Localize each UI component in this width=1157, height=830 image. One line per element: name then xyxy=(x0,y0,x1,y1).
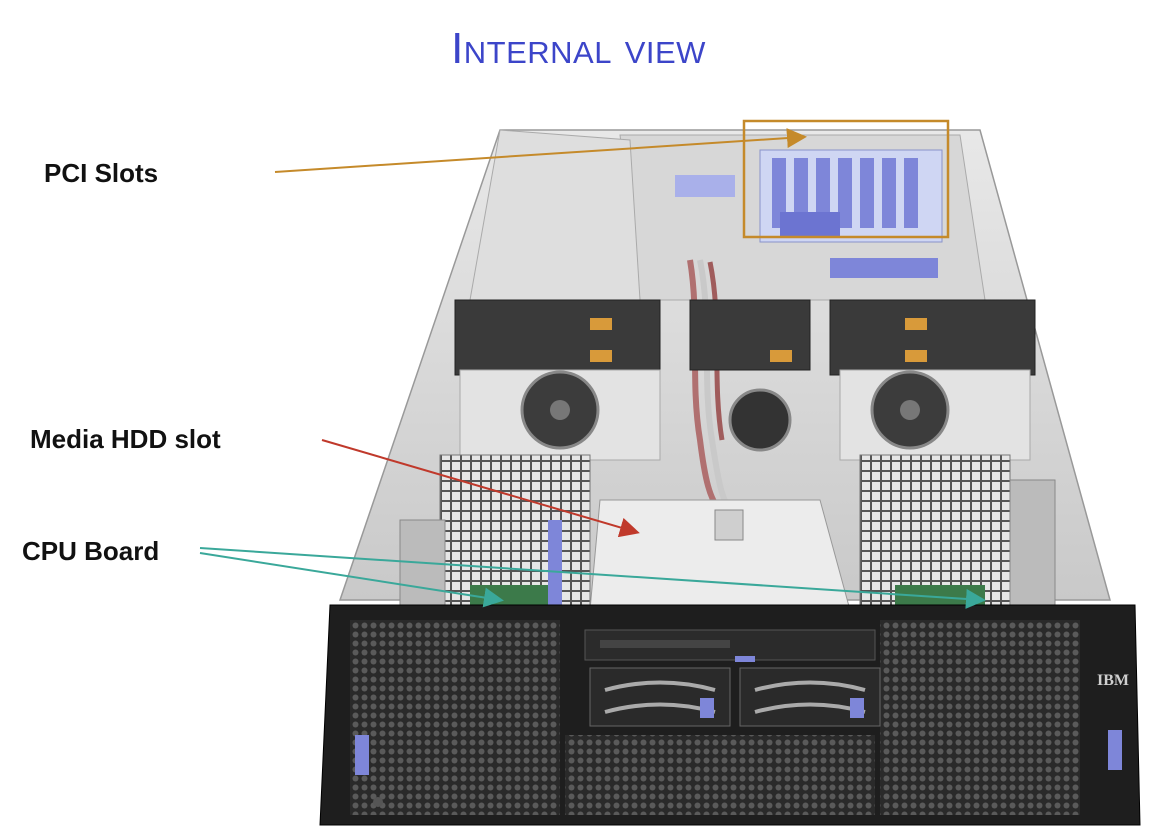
pci-slots-label: PCI Slots xyxy=(44,158,159,188)
slide-title: Internal view xyxy=(451,24,706,73)
media-hdd-slot-label: Media HDD slot xyxy=(30,424,221,454)
pci-slot-area xyxy=(675,149,943,278)
fan-module-center xyxy=(689,299,811,452)
fan-module-right xyxy=(829,299,1036,461)
cpu-board-arrow-right xyxy=(199,547,986,609)
cpu-board-arrow-left xyxy=(199,552,504,608)
cpu-board-label: CPU Board xyxy=(22,536,160,566)
ibm-logo: IBM xyxy=(1097,672,1129,689)
fan-module-left xyxy=(454,299,661,461)
pci-highlight-box xyxy=(742,119,950,239)
pci-arrow xyxy=(274,128,807,173)
front-bezel xyxy=(319,604,1141,826)
media-hdd-arrow xyxy=(321,439,640,538)
